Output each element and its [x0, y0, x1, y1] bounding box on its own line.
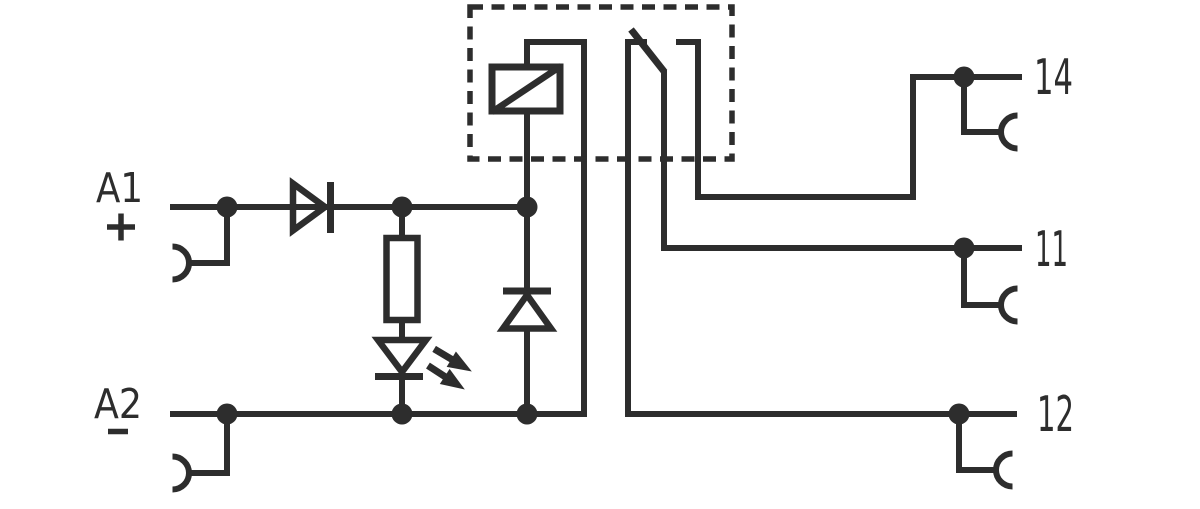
clamp-a1-arc	[172, 243, 192, 283]
clamp-12	[956, 414, 1013, 490]
terminal-label-12: 12	[1037, 386, 1074, 443]
suppressor-diode-branch	[496, 207, 558, 414]
suppressor-diode-triangle	[496, 289, 558, 332]
changeover-contact	[625, 27, 1022, 417]
resistor	[383, 234, 421, 324]
resistor-led-branch	[371, 207, 472, 414]
junction-dot	[216, 196, 238, 218]
clamp-14-arc	[998, 112, 1018, 152]
diode	[289, 177, 334, 237]
contact-blade	[628, 27, 668, 75]
diode-triangle	[289, 177, 331, 237]
junction-dot	[216, 403, 238, 425]
clamp-11-arc	[998, 285, 1018, 325]
a1-rail: A1	[96, 164, 538, 283]
terminal-12: 12	[948, 386, 1074, 490]
clamp-a2	[172, 414, 230, 493]
clamp-a1	[172, 207, 230, 283]
relay-coil-diagonal	[490, 63, 563, 115]
clamp-a2-arc	[172, 453, 192, 493]
terminal-label-14: 14	[1034, 49, 1073, 106]
terminal-label-11: 11	[1035, 221, 1068, 278]
common-contact-wire-11	[661, 70, 1022, 251]
clamp-12-arc	[993, 450, 1013, 490]
relay-coil	[488, 63, 564, 207]
led	[371, 336, 472, 390]
clamp-14	[961, 77, 1018, 152]
terminal-label-a1: A1	[96, 164, 143, 212]
a2-wire-coil-return	[170, 39, 587, 417]
led-light-arrows	[426, 345, 472, 390]
clamp-11	[961, 248, 1018, 325]
no-contact-wire-14	[676, 39, 1022, 200]
terminal-label-a2: A2	[94, 380, 142, 428]
terminal-11: 11	[953, 221, 1068, 325]
nc-contact-wire-12	[625, 39, 1017, 417]
terminal-14: 14	[953, 49, 1073, 152]
led-triangle	[371, 336, 433, 378]
plus-sign	[107, 213, 135, 241]
module-boundary-box	[467, 4, 735, 162]
a2-rail: A2	[94, 39, 587, 493]
relay-coil-box	[488, 63, 564, 115]
